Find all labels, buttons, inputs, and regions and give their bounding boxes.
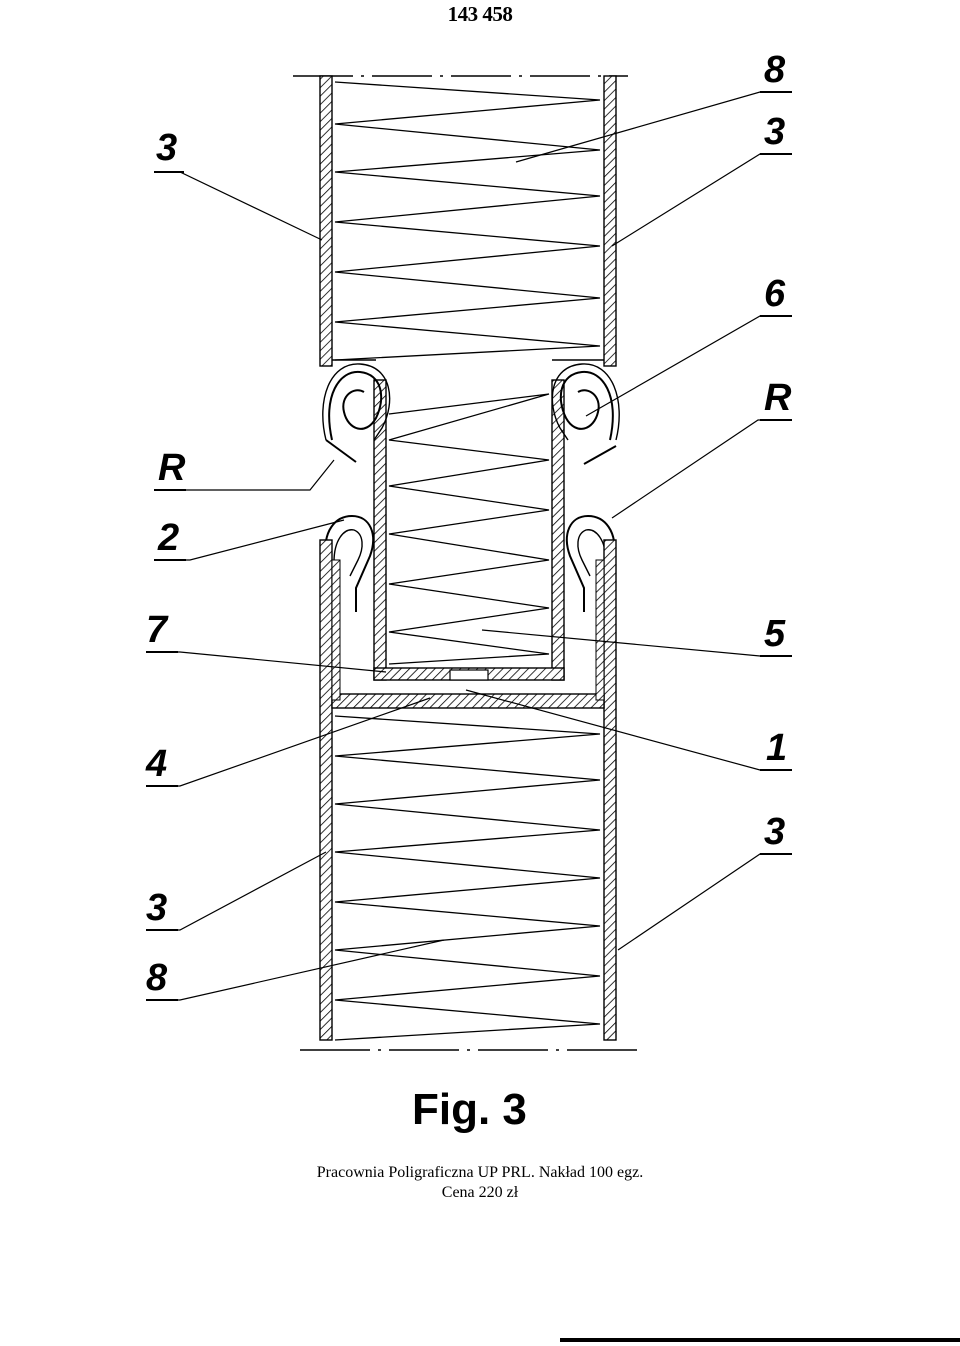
label-right-3-bottom: 3 — [764, 811, 785, 853]
tongue-insulation-zigzag — [388, 393, 550, 665]
tongue-section — [373, 379, 565, 681]
label-left-2: 2 — [157, 517, 179, 559]
label-right-3-top: 3 — [764, 111, 785, 153]
label-left-4: 4 — [145, 743, 167, 785]
upper-hooks — [322, 363, 620, 465]
leader-underlines — [146, 91, 792, 1001]
label-left-3-top: 3 — [156, 127, 177, 169]
label-right-R: R — [764, 377, 792, 419]
label-right-6: 6 — [764, 273, 786, 315]
lower-hooks — [324, 514, 616, 612]
imprint-line-1: Pracownia Poligraficzna UP PRL. Nakład 1… — [316, 1164, 644, 1181]
break-lines — [293, 75, 640, 1051]
label-right-5: 5 — [764, 613, 786, 655]
label-left-3-bottom: 3 — [146, 887, 167, 929]
label-left-8: 8 — [146, 957, 168, 999]
figure-caption: Fig. 3 — [412, 1085, 527, 1134]
label-left-7: 7 — [146, 609, 169, 651]
imprint: Pracownia Poligraficzna UP PRL. Nakład 1… — [0, 1163, 960, 1203]
lower-channel — [319, 539, 617, 1041]
label-left-R: R — [158, 447, 186, 489]
label-right-1: 1 — [766, 727, 787, 769]
leader-lines — [148, 91, 790, 1001]
lower-insulation-zigzag — [334, 715, 601, 1041]
upper-insulation-zigzag — [334, 81, 601, 361]
page-number: 143 458 — [447, 2, 513, 26]
label-right-8: 8 — [764, 49, 786, 91]
upper-panel — [319, 75, 617, 367]
imprint-line-2: Cena 220 zł — [441, 1184, 519, 1201]
